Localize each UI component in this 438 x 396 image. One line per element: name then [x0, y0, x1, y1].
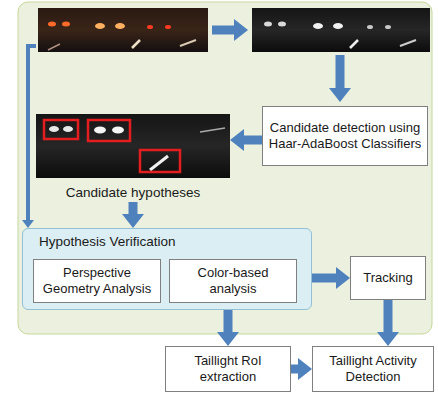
box-label: Color-based analysis — [174, 265, 292, 297]
flow-arrow — [384, 300, 393, 332]
outer-panel — [18, 2, 432, 334]
bypass-line — [28, 46, 36, 220]
flow-arrow — [224, 310, 233, 332]
flow-arrow — [312, 274, 336, 283]
process-box: Perspective Geometry Analysis — [33, 259, 161, 303]
flow-arrow — [244, 136, 262, 145]
image-panel: Candidate hypotheses — [36, 114, 230, 202]
flow-arrow — [212, 26, 234, 35]
box-label: Taillight Activity Detection — [317, 353, 429, 385]
box-label: Taillight RoI extraction — [170, 353, 286, 385]
box-label: Perspective Geometry Analysis — [38, 265, 156, 297]
grayscale-road-photo — [252, 8, 430, 52]
process-box: Tracking — [350, 256, 426, 300]
candidate-photo — [36, 114, 230, 178]
flow-arrow — [291, 365, 298, 374]
color-road-photo — [38, 8, 208, 52]
flow-arrow — [336, 55, 345, 88]
process-box: Candidate detection using Haar-AdaBoost … — [262, 106, 428, 166]
box-label: Tracking — [363, 270, 412, 286]
heading-label: Hypothesis Verification — [23, 229, 311, 250]
group-panel: Hypothesis VerificationPerspective Geome… — [22, 228, 312, 310]
flow-arrow — [129, 202, 138, 214]
process-box: Taillight Activity Detection — [312, 346, 434, 392]
process-box: Color-based analysis — [169, 259, 297, 303]
box-label: Candidate detection using Haar-AdaBoost … — [267, 120, 423, 152]
heading-label: Candidate hypotheses — [66, 185, 200, 202]
process-box: Taillight RoI extraction — [165, 346, 291, 392]
